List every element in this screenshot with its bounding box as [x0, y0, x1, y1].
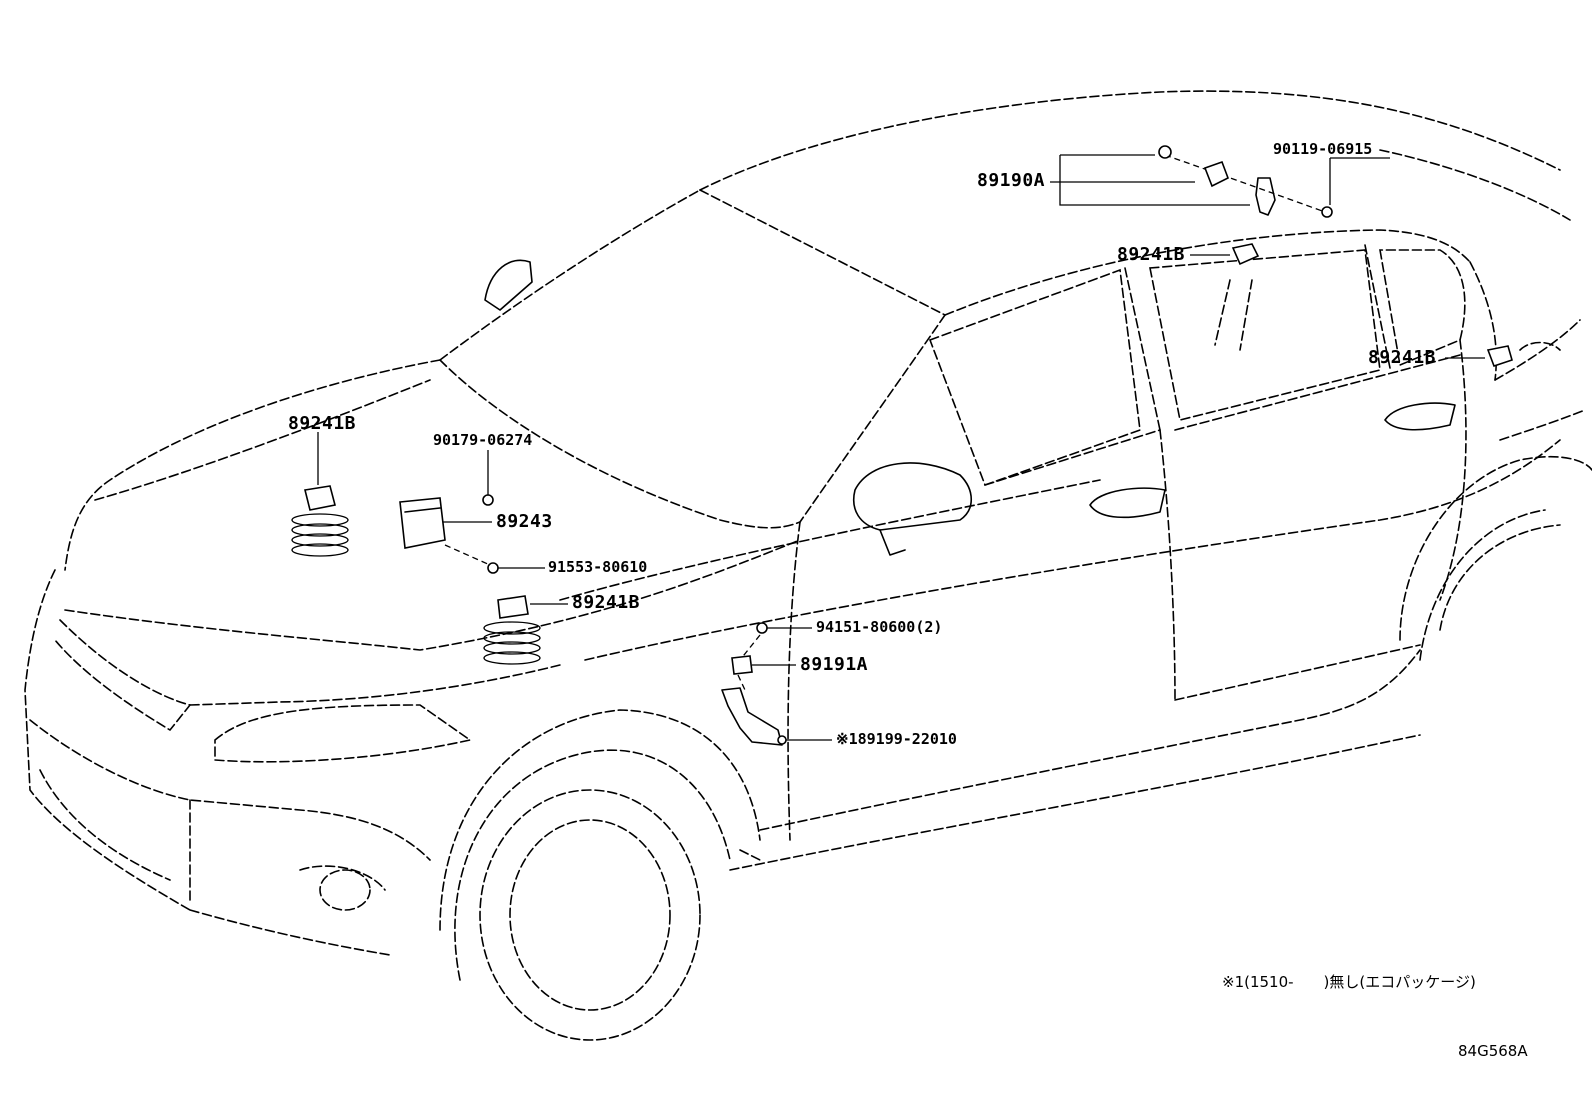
nut-icon	[1158, 145, 1172, 159]
sensor-with-spring-icon	[291, 485, 349, 557]
ecu-module-icon	[399, 497, 446, 549]
callout-89241b-front: 89241B	[572, 592, 641, 613]
sensor-icon	[1486, 345, 1513, 368]
sensor-icon	[1231, 243, 1260, 266]
callout-89191a: 89191A	[800, 654, 869, 675]
bolt-icon	[487, 562, 499, 574]
sensor-part-icon	[1203, 160, 1230, 188]
diagram-code: 84G568A	[1458, 1042, 1528, 1060]
callout-89190a: 89190A	[977, 170, 1046, 191]
callout-89241b-hood: 89241B	[288, 413, 357, 434]
callout-91553-80610: 91553-80610	[548, 558, 648, 576]
nut-icon	[482, 494, 494, 506]
bolt-icon	[1321, 206, 1333, 218]
nut-icon	[756, 622, 768, 634]
sensor-icon	[731, 655, 753, 675]
sensor-with-spring-icon	[483, 595, 541, 665]
callout-94151-80600: 94151-80600(2)	[816, 618, 943, 636]
bracket-icon	[721, 687, 783, 746]
callout-89241b-roof: 89241B	[1117, 244, 1186, 265]
footnote: ※1(1510- )無し(エコパッケージ)	[1222, 973, 1476, 991]
callout-89241b-rear: 89241B	[1368, 347, 1437, 368]
callout-90179-06274: 90179-06274	[433, 431, 533, 449]
callout-189199-22010: ※189199-22010	[836, 730, 957, 748]
callout-89243: 89243	[496, 511, 553, 532]
bracket-icon	[1255, 177, 1276, 216]
bolt-icon	[777, 735, 787, 745]
callout-90119-06915: 90119-06915	[1273, 140, 1373, 158]
